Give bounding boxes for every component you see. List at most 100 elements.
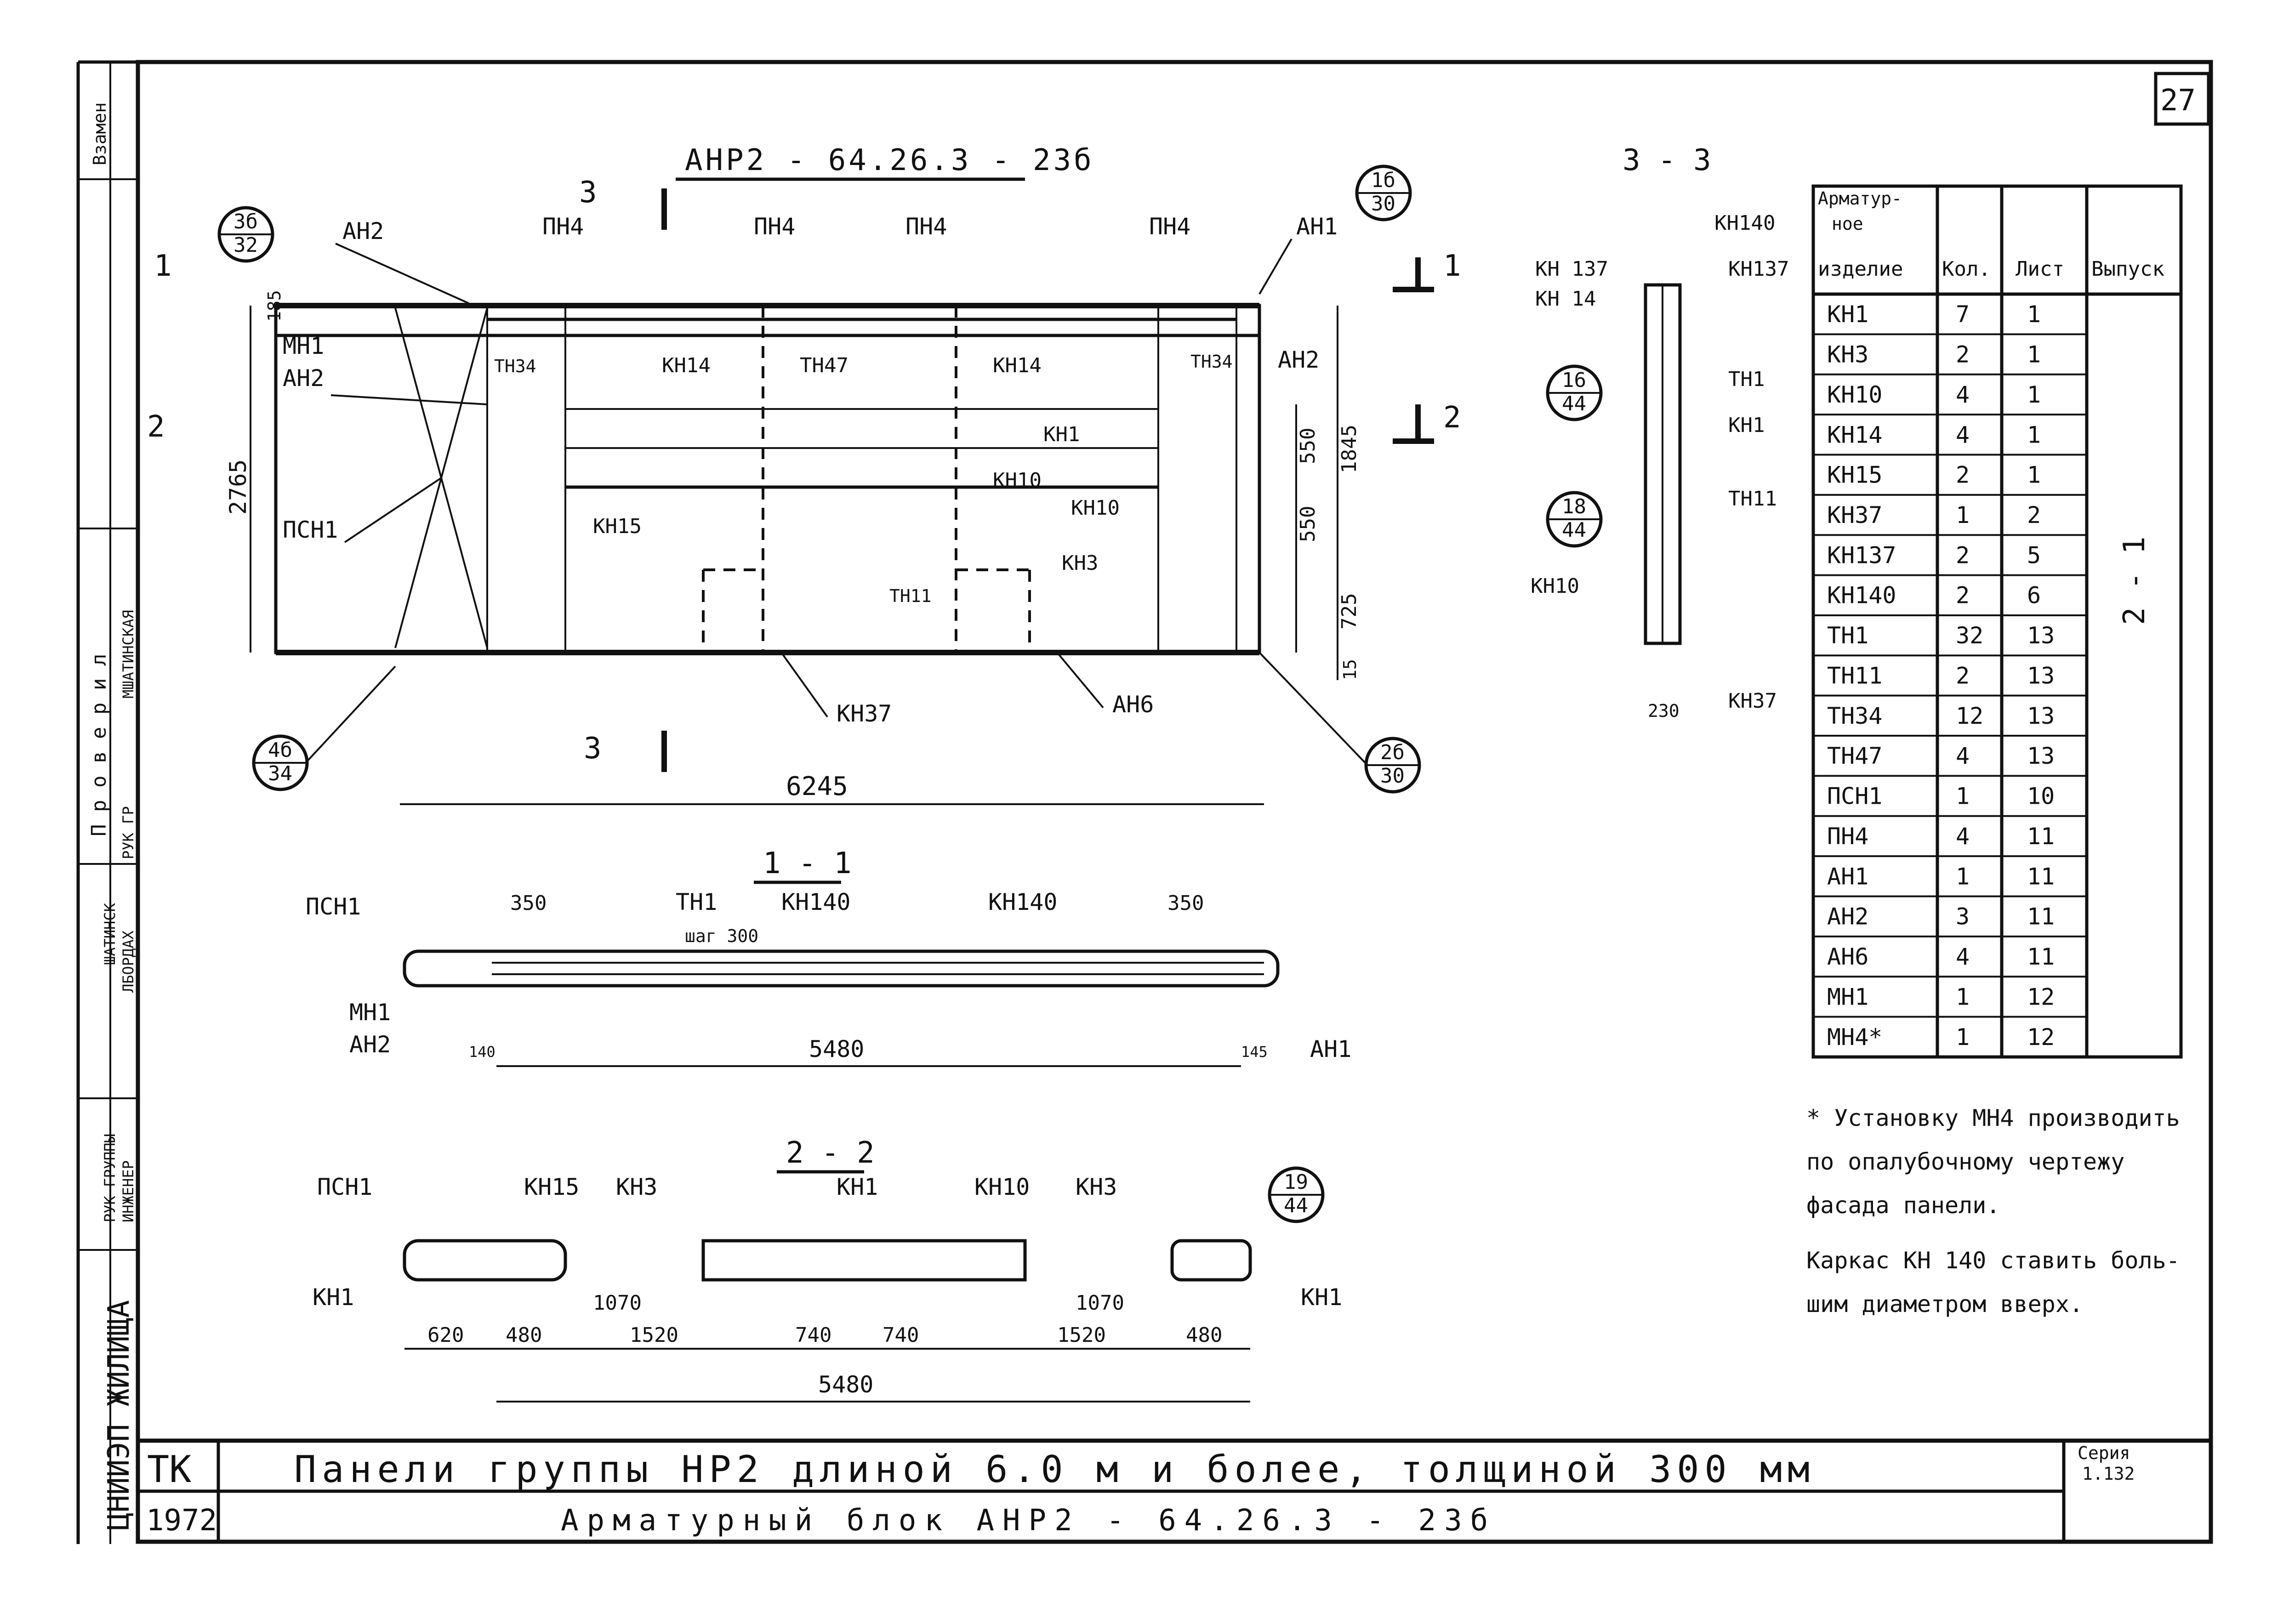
spec-cell-qty: 7 xyxy=(1956,301,1970,328)
spec-cell-qty: 1 xyxy=(1956,1024,1970,1050)
s11-label-tn1: ТН1 xyxy=(676,889,717,915)
spec-cell-item: ТН47 xyxy=(1827,743,1882,769)
spec-cell-item: АН6 xyxy=(1827,943,1868,970)
dim-185: 185 xyxy=(264,290,285,322)
label-kn14-2: КН14 xyxy=(993,354,1042,377)
label-kn15: КН15 xyxy=(593,515,642,538)
spec-cell-item: ПСН1 xyxy=(1827,783,1882,810)
s11-label-an1: АН1 xyxy=(1310,1036,1351,1062)
spec-cell-item: МН4* xyxy=(1827,1024,1882,1050)
s22-dim-1070-1: 1070 xyxy=(593,1291,642,1315)
label-an2-3: АН2 xyxy=(1278,346,1319,373)
tb-title1: Панели группы НР2 длиной 6.0 м и более, … xyxy=(294,1448,1815,1491)
spec-cell-sheet: 10 xyxy=(2027,783,2055,810)
s22-label-kn3-2: КН3 xyxy=(1076,1174,1117,1200)
spec-cell-sheet: 1 xyxy=(2027,462,2041,488)
dim-550-2: 550 xyxy=(1296,506,1320,542)
label-tn11: ТН11 xyxy=(889,586,932,606)
spec-cell-item: АН1 xyxy=(1827,863,1868,890)
label-kn10-2: КН10 xyxy=(1071,496,1120,520)
s33-label-kn14: КН 14 xyxy=(1535,287,1596,311)
callout-bottom: 30 xyxy=(1380,764,1405,788)
s33-label-kn137-1: КН 137 xyxy=(1535,257,1608,281)
label-kn10-1: КН10 xyxy=(993,469,1042,492)
spec-cell-qty: 4 xyxy=(1956,823,1970,850)
stamp-name-mshatinskaya: МШАТИНСКАЯ xyxy=(120,610,137,698)
spec-cell-item: ТН11 xyxy=(1827,662,1882,689)
callout-bottom: 44 xyxy=(1562,392,1586,415)
s11-label-psn1: ПСН1 xyxy=(306,893,361,920)
s33-label-kn37: КН37 xyxy=(1728,689,1777,713)
spec-cell-sheet: 11 xyxy=(2027,903,2055,930)
s11-label-kn140-1: КН140 xyxy=(781,889,851,915)
note-line-1: * Установку МН4 производить xyxy=(1806,1105,2180,1131)
label-pn4-1: ПН4 xyxy=(542,213,584,240)
spec-cell-item: ПН4 xyxy=(1827,823,1868,850)
s11-label-step: шаг 300 xyxy=(685,926,758,946)
spec-cell-sheet: 2 xyxy=(2027,502,2041,528)
spec-cell-item: ТН34 xyxy=(1827,703,1882,729)
th-list: Лист xyxy=(2016,257,2064,281)
spec-cell-item: МН1 xyxy=(1827,983,1868,1010)
s22-label-kn1-right: КН1 xyxy=(1301,1284,1342,1311)
section-mark-2-left: 2 xyxy=(147,410,165,444)
spec-cell-qty: 4 xyxy=(1956,421,1970,448)
spec-cell-item: КН37 xyxy=(1827,502,1882,528)
spec-table: Арматур- ное изделие Кол. Лист Выпуск 2 … xyxy=(1811,184,2183,1059)
callout-1b-30: 1б 30 xyxy=(1355,165,1412,221)
spec-cell-sheet: 11 xyxy=(2027,863,2055,890)
spec-cell-sheet: 11 xyxy=(2027,943,2055,970)
callout-top: 1б xyxy=(1371,169,1395,192)
spec-cell-sheet: 1 xyxy=(2027,301,2041,328)
s22-dim-620: 620 xyxy=(427,1323,464,1347)
s22-label-kn1-left: КН1 xyxy=(313,1284,354,1311)
dim-550-1: 550 xyxy=(1296,428,1320,464)
s11-dim-350-1: 350 xyxy=(510,891,547,915)
s11-dim-140: 140 xyxy=(469,1043,495,1061)
s22-label-kn15: КН15 xyxy=(524,1174,579,1200)
s11-label-mn1: МН1 xyxy=(349,999,391,1026)
spec-cell-qty: 1 xyxy=(1956,783,1970,810)
stamp-inzhener: ИНЖЕНЕР xyxy=(120,1160,137,1222)
spec-cell-qty: 32 xyxy=(1956,622,1983,649)
label-pn4-4: ПН4 xyxy=(1149,213,1190,240)
tb-series-value: 1.132 xyxy=(2082,1464,2135,1484)
s22-dim-5480: 5480 xyxy=(818,1371,873,1398)
callout-bottom: 44 xyxy=(1562,518,1586,542)
tb-series-label: Серия xyxy=(2078,1443,2130,1463)
s33-dim-230: 230 xyxy=(1648,701,1680,721)
callout-top: 16 xyxy=(1562,369,1586,392)
th-izdelie-1: Арматур- xyxy=(1818,188,1902,209)
note-line-3: фасада панели. xyxy=(1806,1192,2000,1219)
spec-cell-qty: 2 xyxy=(1956,542,1970,568)
dim-6245: 6245 xyxy=(786,772,848,801)
callout-bottom: 32 xyxy=(233,233,258,257)
spec-cell-sheet: 13 xyxy=(2027,703,2055,729)
label-kn37: КН37 xyxy=(837,700,892,727)
s33-callout-18-44: 18 44 xyxy=(1546,491,1603,548)
label-psn1: ПСН1 xyxy=(283,517,338,543)
label-tn47: ТН47 xyxy=(800,354,848,377)
section-33-title: 3 - 3 xyxy=(1623,143,1711,177)
spec-cell-item: КН3 xyxy=(1827,341,1868,368)
s22-dim-1070-2: 1070 xyxy=(1076,1291,1124,1315)
label-tn34-right: ТН34 xyxy=(1190,352,1233,372)
callout-bottom: 44 xyxy=(1284,1194,1308,1217)
spec-cell-item: КН14 xyxy=(1827,421,1882,448)
spec-cell-sheet: 12 xyxy=(2027,983,2055,1010)
s22-label-kn10: КН10 xyxy=(974,1174,1030,1200)
spec-cell-item: КН15 xyxy=(1827,462,1882,488)
s33-label-kn1: КН1 xyxy=(1728,414,1765,437)
spec-cell-item: ТН1 xyxy=(1827,622,1868,649)
callout-top: 3б xyxy=(233,210,258,233)
note-line-5: шим диаметром вверх. xyxy=(1806,1291,2083,1317)
dim-2765: 2765 xyxy=(225,460,251,515)
callout-4b-34: 4б 34 xyxy=(252,665,396,791)
spec-cell-qty: 2 xyxy=(1956,341,1970,368)
stamp-org: ЦНИИЭП ЖИЛИЩА xyxy=(102,1300,136,1530)
callout-2b-30: 2б 30 xyxy=(1258,652,1421,794)
spec-cell-sheet: 1 xyxy=(2027,381,2041,408)
section-2-2: 2 - 2 ПСН1 КН15 КН3 КН1 КН10 КН3 КН1 КН1… xyxy=(313,1136,1342,1403)
dim-15: 15 xyxy=(1340,659,1360,680)
tb-title2: Арматурный блок АНР2 - 64.26.3 - 23б xyxy=(561,1504,1496,1538)
